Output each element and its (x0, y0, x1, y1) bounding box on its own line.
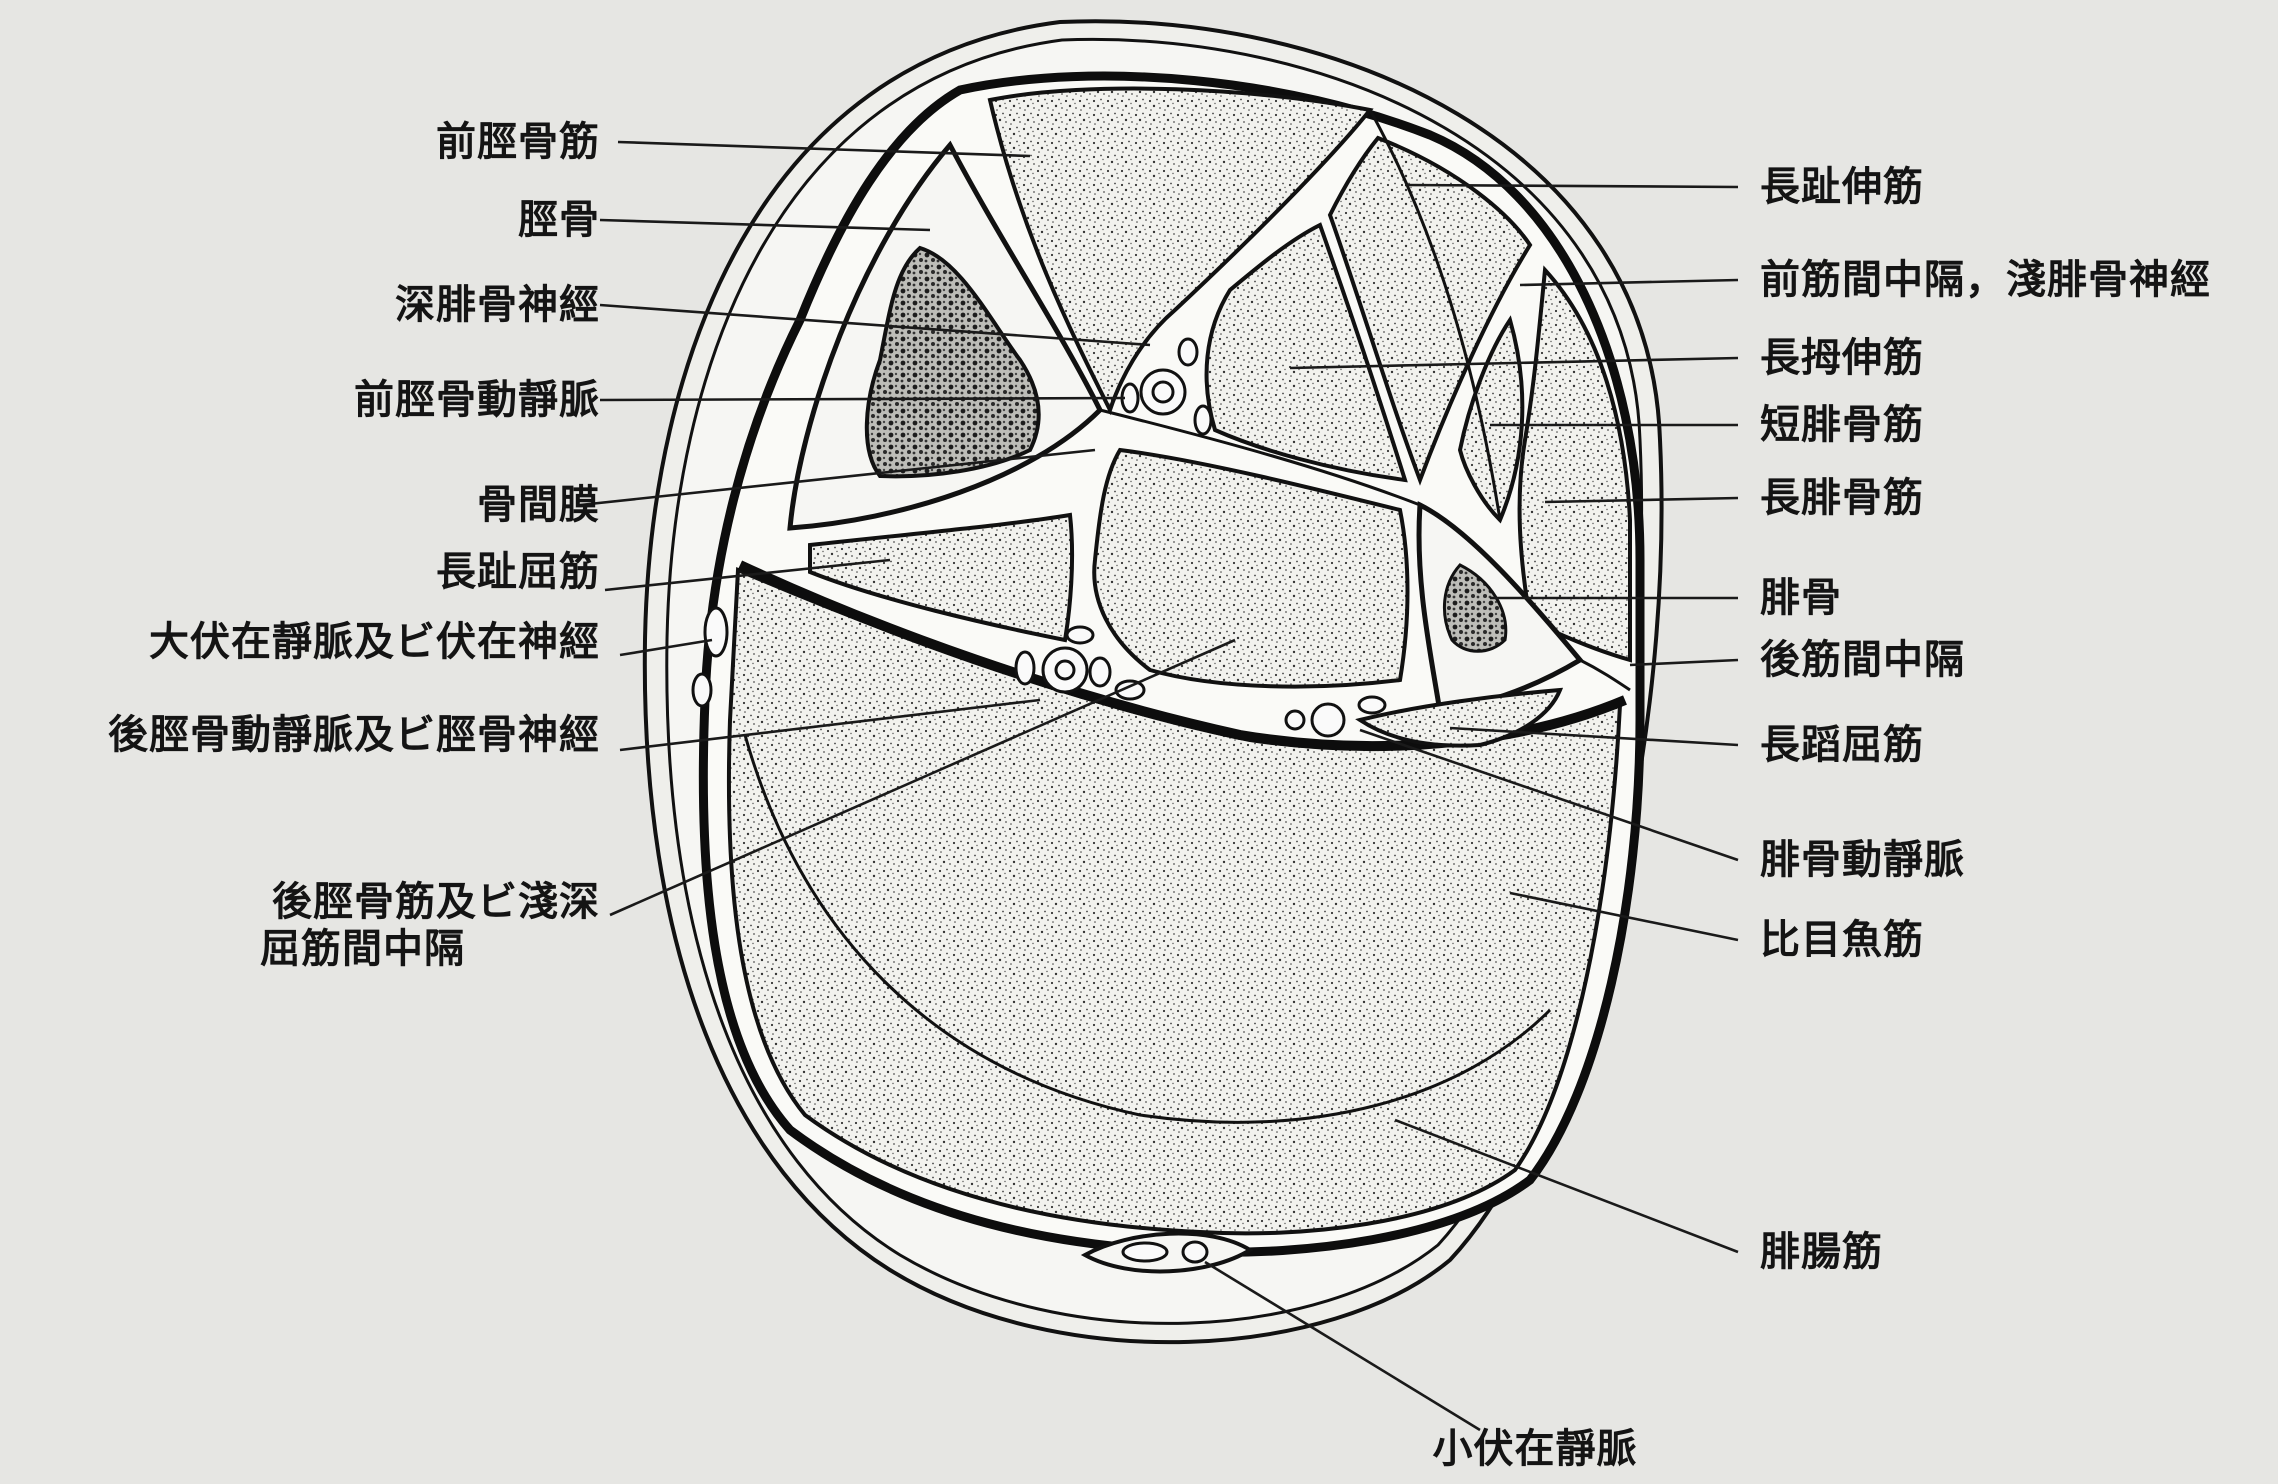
label-peroneal-vessels: 腓骨動靜脈 (1760, 836, 1965, 883)
label-peroneus-brevis: 短腓骨筋 (1760, 401, 1924, 448)
label-anterior-septum: 前筋間中隔，淺腓骨神經 (1760, 256, 2211, 303)
label-fibula: 腓骨 (1760, 574, 1842, 621)
label-tibialis-anterior: 前脛骨筋 (436, 118, 600, 165)
label-anterior-tibial-vessels: 前脛骨動靜脈 (354, 376, 600, 423)
label-flexor-digitorum-longus: 長趾屈筋 (436, 548, 600, 595)
label-small-saphenous: 小伏在靜脈 (1433, 1425, 1638, 1472)
label-posterior-septum: 後筋間中隔 (1760, 636, 1965, 683)
label-soleus: 比目魚筋 (1760, 916, 1924, 963)
label-flexor-hallucis-longus: 長蹈屈筋 (1760, 721, 1924, 768)
label-posterior-tibial-muscle-line2: 屈筋間中隔 (260, 925, 465, 972)
label-interosseous-membrane: 骨間膜 (477, 481, 600, 528)
label-extensor-hallucis-longus: 長拇伸筋 (1760, 334, 1924, 381)
label-great-saphenous: 大伏在靜脈及ビ伏在神經 (149, 618, 600, 665)
label-tibia: 脛骨 (518, 196, 600, 243)
label-posterior-tibial: 後脛骨動靜脈及ビ脛骨神經 (108, 711, 600, 758)
label-extensor-digitorum-longus: 長趾伸筋 (1760, 163, 1924, 210)
label-posterior-tibial-muscle-line1: 後脛骨筋及ビ淺深 (272, 878, 600, 925)
label-gastrocnemius: 腓腸筋 (1760, 1228, 1883, 1275)
label-peroneus-longus: 長腓骨筋 (1760, 474, 1924, 521)
label-deep-peroneal-nerve: 深腓骨神經 (395, 281, 600, 328)
